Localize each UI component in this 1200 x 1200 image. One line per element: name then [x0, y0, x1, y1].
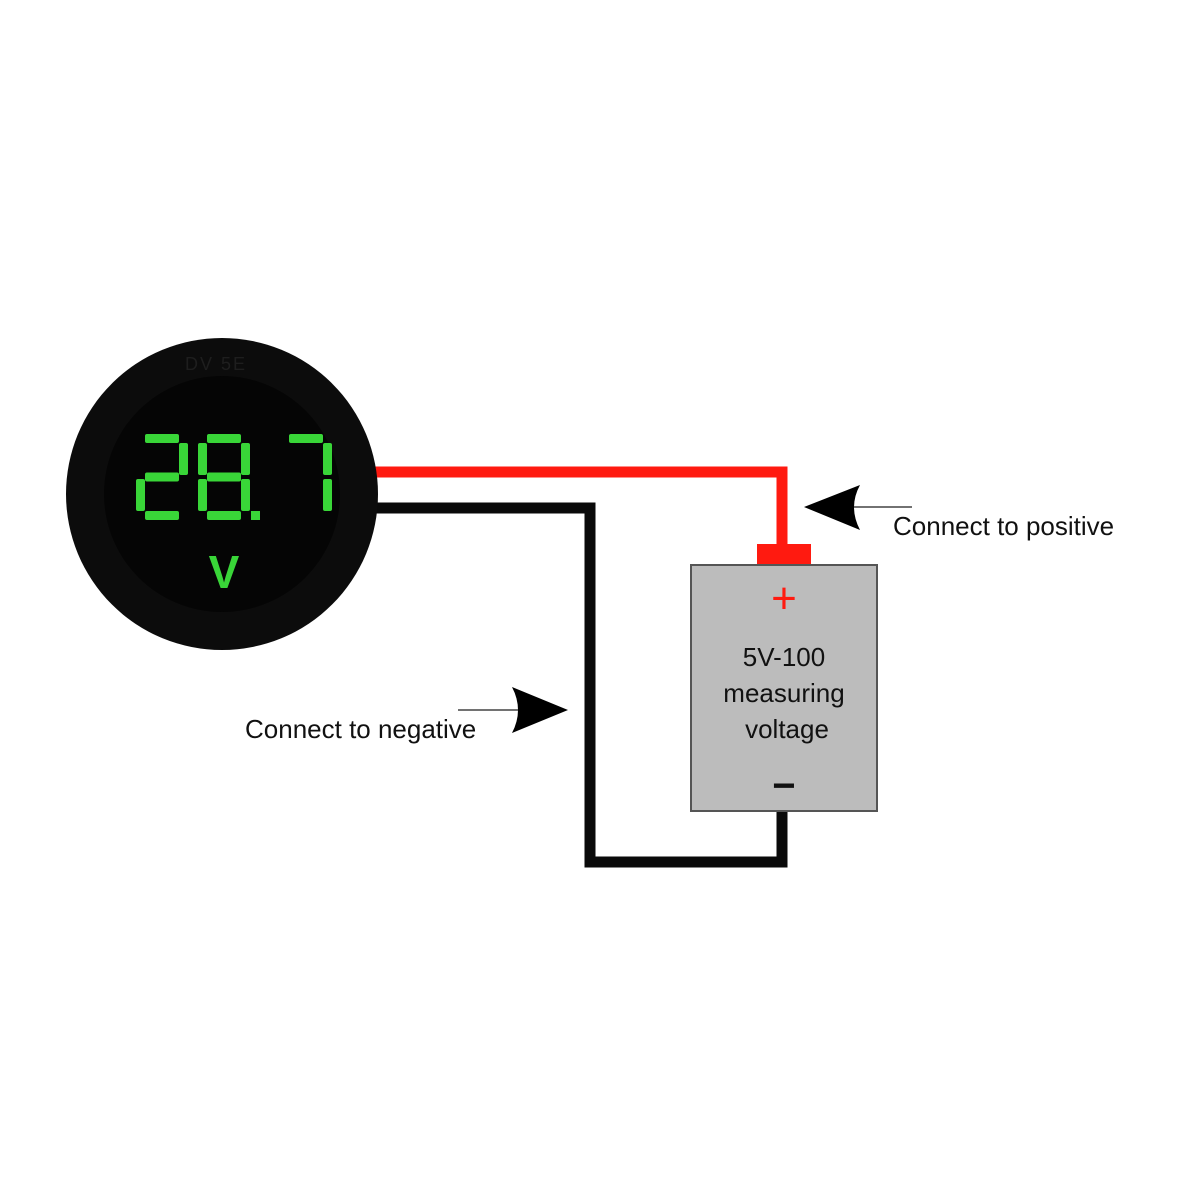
meter-unit: V	[209, 546, 240, 598]
segment-g	[207, 472, 241, 482]
segment-b	[179, 443, 188, 475]
positive-arrow-icon	[804, 485, 912, 530]
segment-d	[145, 511, 179, 520]
meter-reading	[136, 434, 332, 520]
battery-label-line-3: voltage	[745, 714, 829, 744]
segment-b	[241, 443, 250, 475]
segment-g	[145, 472, 179, 482]
positive-wire	[372, 466, 788, 548]
segment-a	[207, 434, 241, 443]
segment-e	[136, 479, 145, 511]
segment-c	[323, 479, 332, 511]
battery: + 5V-100 measuring voltage −	[690, 544, 878, 812]
digit-7	[289, 434, 332, 511]
digit-8	[198, 434, 250, 520]
negative-arrow-icon	[458, 687, 568, 733]
battery-label-line-1: 5V-100	[743, 642, 825, 672]
positive-label: Connect to positive	[893, 511, 1114, 541]
meter-model-text: DV 5E	[185, 354, 247, 374]
segment-a	[145, 434, 179, 443]
voltmeter: DV 5E V	[66, 338, 378, 650]
segment-f	[198, 443, 207, 475]
segment-e	[198, 479, 207, 511]
segment-b	[323, 443, 332, 475]
segment-c	[241, 479, 250, 511]
segment-a	[289, 434, 323, 443]
minus-symbol: −	[772, 764, 795, 808]
negative-label: Connect to negative	[245, 714, 476, 744]
battery-label-line-2: measuring	[723, 678, 844, 708]
decimal-point	[251, 511, 260, 520]
positive-terminal	[757, 544, 811, 566]
digit-2	[136, 434, 188, 520]
battery-body	[690, 564, 878, 812]
plus-symbol: +	[771, 574, 797, 623]
negative-wire	[372, 502, 788, 868]
segment-d	[207, 511, 241, 520]
